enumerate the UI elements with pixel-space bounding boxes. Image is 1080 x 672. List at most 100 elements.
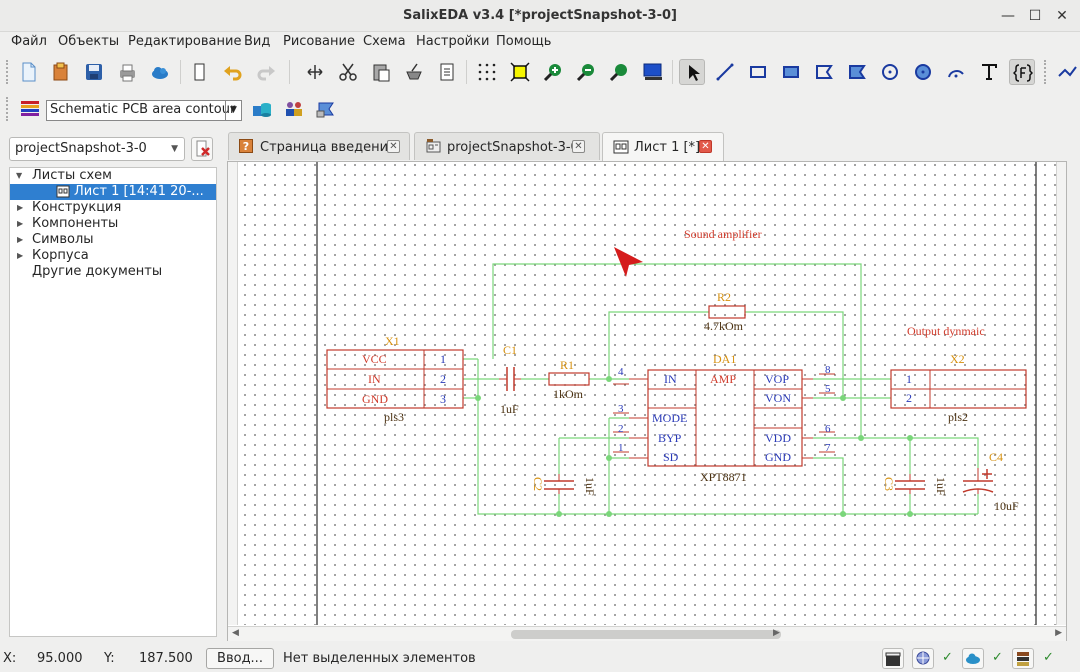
tab-intro[interactable]: ? Страница введения ✕ <box>228 132 410 160</box>
field-tool-button[interactable] <box>1009 59 1035 85</box>
c3-value: 1uF <box>934 477 948 496</box>
zoom-out-button[interactable] <box>573 59 599 85</box>
toolbar-grip-3[interactable] <box>6 97 10 121</box>
schematic-canvas[interactable]: Sound amplifier Output dynmaic X1 VCC IN… <box>227 161 1067 641</box>
resistor-r1[interactable]: R1 1kOm <box>548 358 590 401</box>
text-tool-button[interactable] <box>976 59 1002 85</box>
open-archive-button[interactable] <box>48 59 74 85</box>
zoom-in-button[interactable] <box>540 59 566 85</box>
tree-item-label: Листы схем <box>32 168 112 183</box>
component-db-button[interactable] <box>248 96 274 122</box>
close-project-button[interactable] <box>191 137 213 161</box>
collapsed-arrow-icon: ▶ <box>17 203 24 212</box>
filled-polygon-tool-button[interactable] <box>844 59 870 85</box>
tab-close-icon[interactable]: ✕ <box>699 140 712 153</box>
scroll-right-icon[interactable]: ▶ <box>773 628 780 638</box>
arc-tool-button[interactable] <box>943 59 969 85</box>
zoom-reset-button[interactable] <box>606 59 632 85</box>
properties-button[interactable] <box>434 59 460 85</box>
save-button[interactable] <box>81 59 107 85</box>
filled-circle-tool-button[interactable] <box>910 59 936 85</box>
tree-item-label: Компоненты <box>32 216 119 231</box>
polygon-tool-button[interactable] <box>811 59 837 85</box>
mirror-button[interactable] <box>302 59 328 85</box>
toolbar-grip-2[interactable] <box>1044 60 1048 84</box>
schematic-sheet[interactable]: Sound amplifier Output dynmaic X1 VCC IN… <box>238 162 1056 625</box>
cloud-sync-button[interactable] <box>147 59 173 85</box>
tree-item-components[interactable]: ▶Компоненты <box>10 216 216 232</box>
new-sheet-button[interactable] <box>187 59 213 85</box>
tab-sheet-1[interactable]: Лист 1 [*] ✕ <box>602 132 724 162</box>
cleanup-button[interactable] <box>401 59 427 85</box>
menu-settings[interactable]: Настройки <box>416 34 490 49</box>
rect-tool-button[interactable] <box>745 59 771 85</box>
menu-view[interactable]: Вид <box>244 34 271 49</box>
project-select[interactable]: projectSnapshot-3-0▼ <box>9 137 185 161</box>
select-tool-button[interactable] <box>679 59 705 85</box>
close-icon[interactable]: ✕ <box>1056 8 1068 24</box>
menu-edit[interactable]: Редактирование <box>128 34 242 49</box>
paste-button[interactable] <box>368 59 394 85</box>
capacitor-c4[interactable]: C4 10uF <box>962 450 1019 513</box>
horizontal-scrollbar[interactable]: ◀ ▶ ▶ <box>228 626 1066 641</box>
connector-x2[interactable]: X2 1 2 pls2 <box>890 352 1027 424</box>
polyline-tool-button[interactable] <box>1054 59 1080 85</box>
cut-button[interactable] <box>335 59 361 85</box>
input-button[interactable]: Ввод... <box>206 648 274 669</box>
tree-item-other-docs[interactable]: Другие документы <box>10 264 216 280</box>
tab-project[interactable]: projectSnapshot-3-0 ✕ <box>414 132 600 160</box>
undo-button[interactable] <box>220 59 246 85</box>
output-label: Output dynmaic <box>907 324 985 338</box>
schematic-drawing[interactable]: Sound amplifier Output dynmaic X1 VCC IN… <box>238 162 1056 625</box>
network-button[interactable] <box>912 648 934 669</box>
ic-da1[interactable]: DA1 AMP IN MODE BYP SD 4 3 2 1 VOP VON V… <box>613 352 835 484</box>
vertical-scrollbar[interactable] <box>1056 162 1066 625</box>
minimize-icon[interactable]: — <box>1001 8 1015 24</box>
new-file-button[interactable] <box>16 59 42 85</box>
capacitor-c2[interactable]: C2 1uF <box>531 474 597 496</box>
capacitor-c1[interactable]: C1 1uF <box>499 343 521 416</box>
cloud-icon <box>966 653 980 664</box>
menu-draw[interactable]: Рисование <box>283 34 355 49</box>
tree-item-construction[interactable]: ▶Конструкция <box>10 200 216 216</box>
x2-ref: X2 <box>950 352 965 366</box>
video-button[interactable] <box>882 648 904 669</box>
da1-pin-num: 2 <box>618 423 624 435</box>
menu-help[interactable]: Помощь <box>496 34 552 49</box>
da1-pin-name: VOP <box>765 372 789 386</box>
schematic-link-button[interactable] <box>312 96 338 122</box>
resistor-r2[interactable]: R2 4.7kOm <box>704 290 746 333</box>
tree-item-sheets[interactable]: ▼Листы схем <box>10 168 216 184</box>
tree-item-packages[interactable]: ▶Корпуса <box>10 248 216 264</box>
maximize-icon[interactable]: ☐ <box>1028 8 1042 24</box>
layer-select[interactable]: Schematic PCB area contour▼ <box>46 100 242 121</box>
tree-item-symbols[interactable]: ▶Символы <box>10 232 216 248</box>
layers-button[interactable] <box>16 96 42 122</box>
cursor-marker-icon <box>614 247 643 277</box>
circle-tool-button[interactable] <box>877 59 903 85</box>
tab-close-icon[interactable]: ✕ <box>572 140 585 153</box>
scroll-right-end-icon[interactable]: ▶ <box>1055 628 1062 638</box>
filled-rect-tool-button[interactable] <box>778 59 804 85</box>
tab-close-icon[interactable]: ✕ <box>387 140 400 153</box>
menu-file[interactable]: Файл <box>11 34 47 49</box>
zoom-fit-button[interactable] <box>507 59 533 85</box>
connector-x1[interactable]: X1 VCC IN GND 1 2 3 pls3 <box>326 334 464 424</box>
line-tool-button[interactable] <box>712 59 738 85</box>
menu-objects[interactable]: Объекты <box>58 34 120 49</box>
grid-button[interactable] <box>474 59 500 85</box>
redo-button[interactable] <box>253 59 279 85</box>
cloud-status-button[interactable] <box>962 648 984 669</box>
menu-schema[interactable]: Схема <box>363 34 406 49</box>
users-button[interactable] <box>280 96 306 122</box>
tree-item-sheet-1[interactable]: Лист 1 [14:41 20-... <box>10 184 216 200</box>
x-value: 95.000 <box>37 651 83 666</box>
print-button[interactable] <box>114 59 140 85</box>
display-button[interactable] <box>639 59 665 85</box>
library-button[interactable] <box>1012 648 1034 669</box>
capacitor-c3[interactable]: C3 1uF <box>882 474 948 496</box>
horizontal-scroll-thumb[interactable] <box>511 630 781 639</box>
scroll-left-icon[interactable]: ◀ <box>232 628 239 638</box>
toolbar-grip[interactable] <box>6 60 10 84</box>
da1-pin-num: 8 <box>825 364 831 376</box>
